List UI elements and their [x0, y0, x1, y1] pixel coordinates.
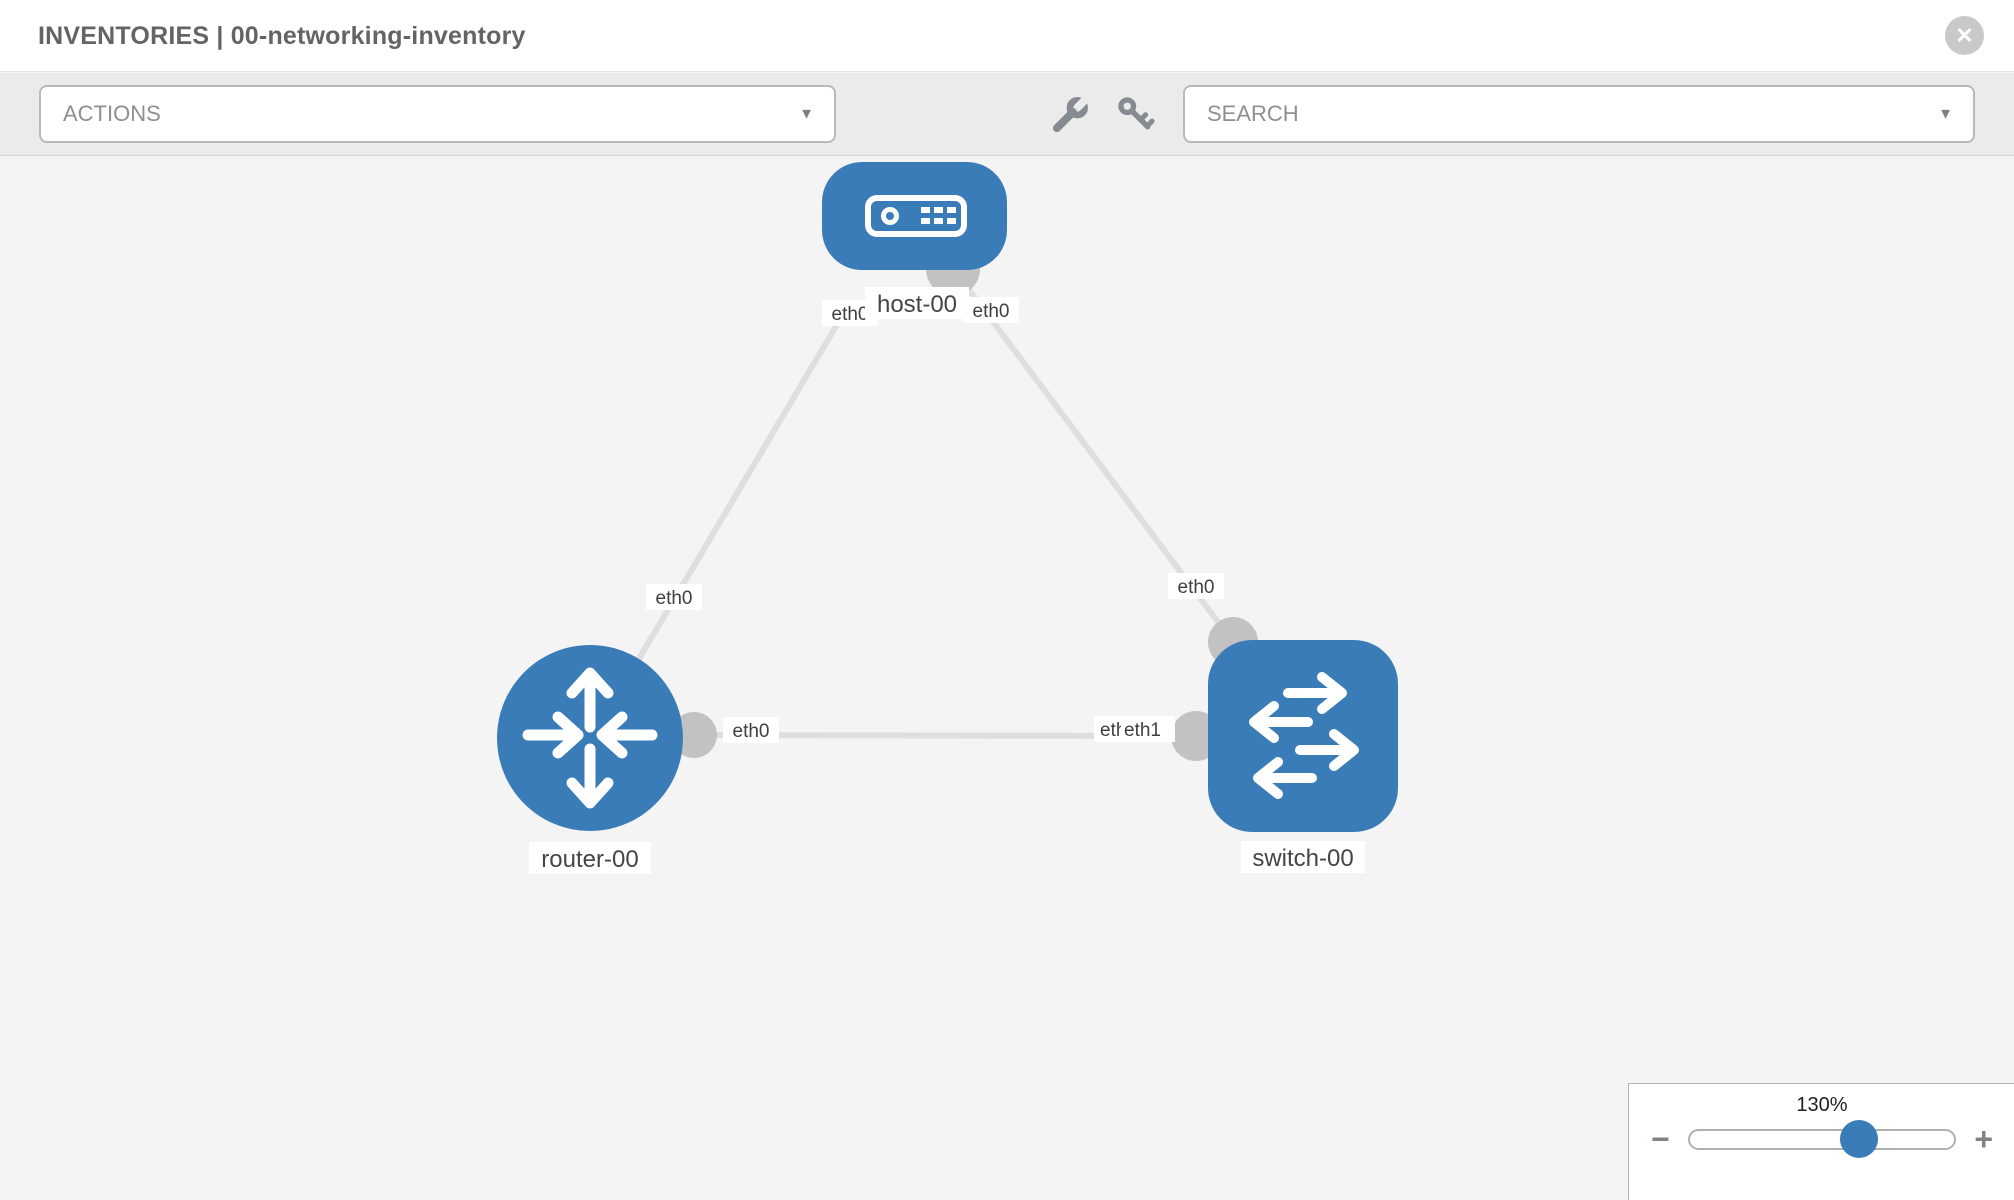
if-label-switch-top: eth0: [1168, 573, 1224, 599]
zoom-slider-thumb[interactable]: [1840, 1120, 1879, 1158]
search-dropdown[interactable]: SEARCH ▼: [1183, 85, 1975, 143]
node-label-switch: switch-00: [1241, 841, 1365, 873]
if-label-router-right: eth0: [723, 717, 779, 743]
svg-text:switch-00: switch-00: [1252, 845, 1353, 872]
node-router[interactable]: [497, 645, 683, 831]
actions-dropdown-label: ACTIONS: [63, 101, 161, 126]
chevron-down-icon: ▼: [1938, 105, 1953, 123]
page-title: INVENTORIES | 00-networking-inventory: [38, 21, 526, 50]
svg-text:host-00: host-00: [877, 291, 957, 318]
svg-text:eth0: eth0: [656, 588, 693, 609]
node-host[interactable]: [822, 162, 1007, 270]
zoom-panel: 130% − +: [1628, 1083, 2014, 1200]
chevron-down-icon: ▼: [799, 105, 814, 123]
svg-text:eth0: eth0: [1178, 577, 1215, 598]
switch-icon: [1249, 672, 1359, 799]
svg-text:router-00: router-00: [541, 846, 638, 873]
zoom-slider-track[interactable]: [1687, 1120, 1957, 1158]
if-label-router-top: eth0: [646, 584, 702, 610]
router-icon: [522, 667, 658, 809]
node-label-host: host-00: [865, 287, 969, 319]
header: INVENTORIES | 00-networking-inventory ✕: [0, 0, 2014, 72]
zoom-percent-value: 130%: [1796, 1094, 1848, 1116]
svg-text:eth0: eth0: [733, 721, 770, 742]
search-dropdown-label: SEARCH: [1207, 101, 1299, 126]
actions-dropdown[interactable]: ACTIONS ▼: [39, 85, 836, 143]
topology-svg: eth0 eth0 eth0 eth0 eth0 eth0: [497, 162, 1398, 874]
svg-text:eth1: eth1: [1124, 720, 1161, 741]
zoom-in-button[interactable]: +: [1974, 1121, 1993, 1157]
node-switch[interactable]: [1208, 640, 1398, 832]
if-label-host-right: eth0: [963, 297, 1019, 323]
key-icon[interactable]: [1115, 94, 1157, 136]
zoom-out-button[interactable]: −: [1651, 1121, 1670, 1157]
svg-text:eth0: eth0: [832, 304, 869, 325]
close-icon[interactable]: ✕: [1945, 16, 1984, 55]
topology-canvas[interactable]: eth0 eth0 eth0 eth0 eth0 eth0: [0, 157, 2014, 1200]
wrench-icon[interactable]: [1049, 94, 1091, 136]
toolbar: ACTIONS ▼ SEARCH ▼: [0, 73, 2014, 156]
node-label-router: router-00: [529, 842, 651, 874]
server-icon: [865, 195, 967, 237]
if-label-switch-left: eth1: [1121, 716, 1175, 742]
svg-text:eth0: eth0: [973, 301, 1010, 322]
